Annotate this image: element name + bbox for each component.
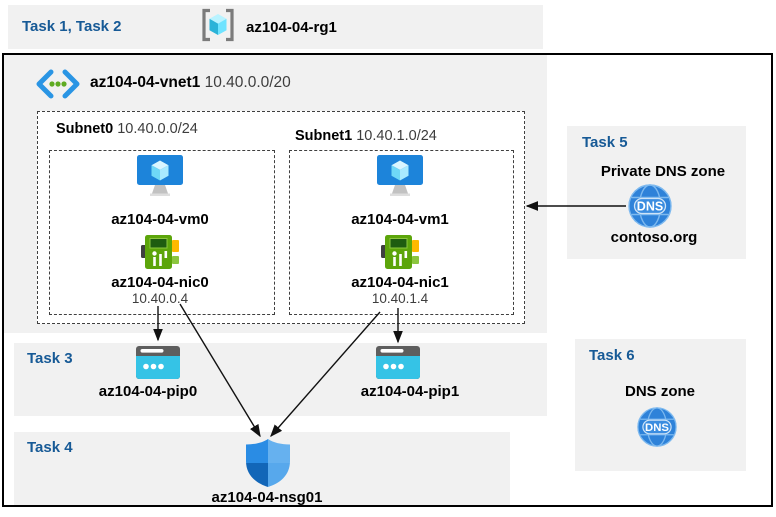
nic0-label: az104-04-nic0 bbox=[111, 274, 209, 291]
vnet-name: az104-04-vnet1 bbox=[90, 74, 201, 91]
vm1-icon bbox=[377, 155, 423, 197]
task12-label: Task 1, Task 2 bbox=[22, 18, 122, 35]
task6-label: Task 6 bbox=[589, 347, 635, 364]
vm0-icon bbox=[137, 155, 183, 197]
task3-band: Task 3 bbox=[14, 343, 547, 416]
task12-band: Task 1, Task 2 az104-04-rg1 bbox=[8, 5, 543, 49]
pip0-label: az104-04-pip0 bbox=[98, 383, 198, 400]
task3-label: Task 3 bbox=[27, 350, 73, 367]
subnet1-name: Subnet1 bbox=[295, 128, 353, 144]
nsg-shield-icon bbox=[246, 439, 290, 487]
vnet-cidr: 10.40.0.0/20 bbox=[204, 74, 291, 91]
task5-label: Task 5 bbox=[582, 134, 628, 151]
task6-title: DNS zone bbox=[624, 383, 695, 400]
task5-box: Task 5 Private DNS zone DNS contoso.org bbox=[567, 126, 746, 259]
pip1-label: az104-04-pip1 bbox=[360, 383, 460, 400]
nic1-label: az104-04-nic1 bbox=[351, 274, 449, 291]
task5-zone-label: contoso.org bbox=[610, 229, 698, 246]
nic1-ip: 10.40.1.4 bbox=[371, 291, 429, 306]
dns-zone-icon: DNS bbox=[637, 407, 677, 447]
nic0-ip: 10.40.0.4 bbox=[131, 291, 189, 306]
subnet0-cidr: 10.40.0.0/24 bbox=[117, 121, 198, 137]
vnet-title: az104-04-vnet1 10.40.0.0/20 bbox=[90, 75, 291, 91]
private-dns-icon: DNS bbox=[628, 184, 672, 228]
private-dns-icon-text: DNS bbox=[637, 200, 663, 214]
pip1-icon bbox=[376, 346, 420, 379]
nsg-label: az104-04-nsg01 bbox=[211, 489, 323, 506]
subnet0-name: Subnet0 bbox=[56, 121, 114, 137]
vm1-label: az104-04-vm1 bbox=[351, 211, 449, 228]
dns-zone-icon-text: DNS bbox=[645, 422, 669, 434]
task5-title: Private DNS zone bbox=[600, 163, 726, 180]
task6-box: Task 6 DNS zone DNS bbox=[575, 339, 746, 471]
resource-group-label: az104-04-rg1 bbox=[246, 19, 337, 36]
subnet1-title: Subnet1 10.40.1.0/24 bbox=[295, 128, 437, 144]
nic0-icon bbox=[141, 234, 179, 270]
task4-label: Task 4 bbox=[27, 439, 73, 456]
vnet-icon bbox=[35, 69, 81, 99]
subnet1-cidr: 10.40.1.0/24 bbox=[356, 128, 437, 144]
nic1-icon bbox=[381, 234, 419, 270]
subnet0-title: Subnet0 10.40.0.0/24 bbox=[56, 121, 198, 137]
pip0-icon bbox=[136, 346, 180, 379]
resource-group-icon bbox=[200, 7, 236, 43]
vm0-label: az104-04-vm0 bbox=[111, 211, 209, 228]
